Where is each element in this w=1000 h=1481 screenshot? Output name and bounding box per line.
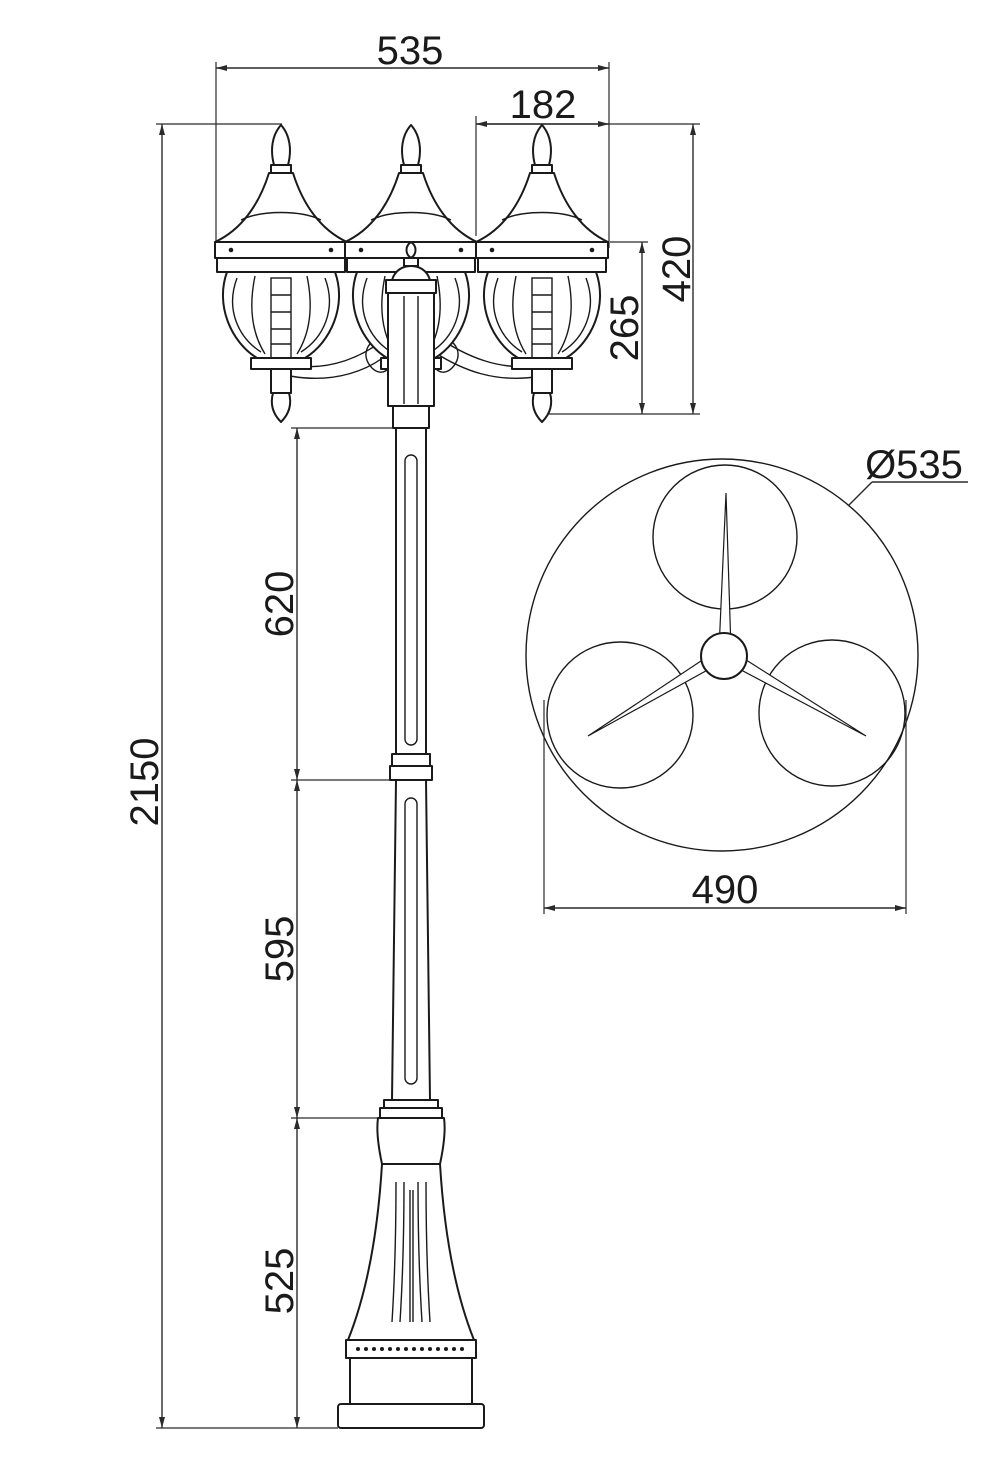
- pole-capital: [385, 241, 437, 407]
- dim-label-595: 595: [258, 916, 302, 983]
- dim-label-525: 525: [258, 1248, 302, 1315]
- plan-lantern-circle-left: [546, 641, 694, 789]
- pole-upper-section: [389, 405, 433, 781]
- plan-view: Ø535 490: [525, 443, 968, 914]
- dim-label-2150: 2150: [123, 738, 167, 827]
- dimension-420-height: 420: [476, 123, 700, 415]
- plan-outer-circle: [525, 458, 919, 852]
- base-bead-band: [356, 1347, 464, 1351]
- dim-label-265: 265: [603, 295, 647, 362]
- dim-label-535: 535: [377, 29, 444, 73]
- dimension-diameter-535: Ø535: [847, 443, 968, 507]
- dimension-620-height: 620: [258, 427, 396, 781]
- dimension-2150-height: 2150: [123, 123, 338, 1429]
- dim-label-620: 620: [258, 571, 302, 638]
- dim-label-182: 182: [510, 83, 577, 127]
- pole-middle-section: [383, 779, 439, 1109]
- dim-label-diameter-535: Ø535: [865, 443, 963, 487]
- plan-arm-right: [725, 650, 867, 737]
- dimension-490-width: 490: [543, 700, 907, 914]
- dimension-595-height: 595: [258, 780, 380, 1119]
- dim-label-490: 490: [692, 868, 759, 912]
- plan-arm-top: [718, 492, 732, 651]
- plan-lantern-circle-right: [758, 639, 906, 787]
- lamp-post-elevation: [214, 124, 609, 1429]
- dimension-265-height: 265: [603, 241, 648, 414]
- plan-pole-hub: [700, 632, 748, 680]
- pole-base: [337, 1107, 485, 1429]
- dimension-535-width: 535: [215, 29, 610, 248]
- dimension-525-height: 525: [258, 1118, 302, 1428]
- dim-label-420: 420: [655, 236, 699, 303]
